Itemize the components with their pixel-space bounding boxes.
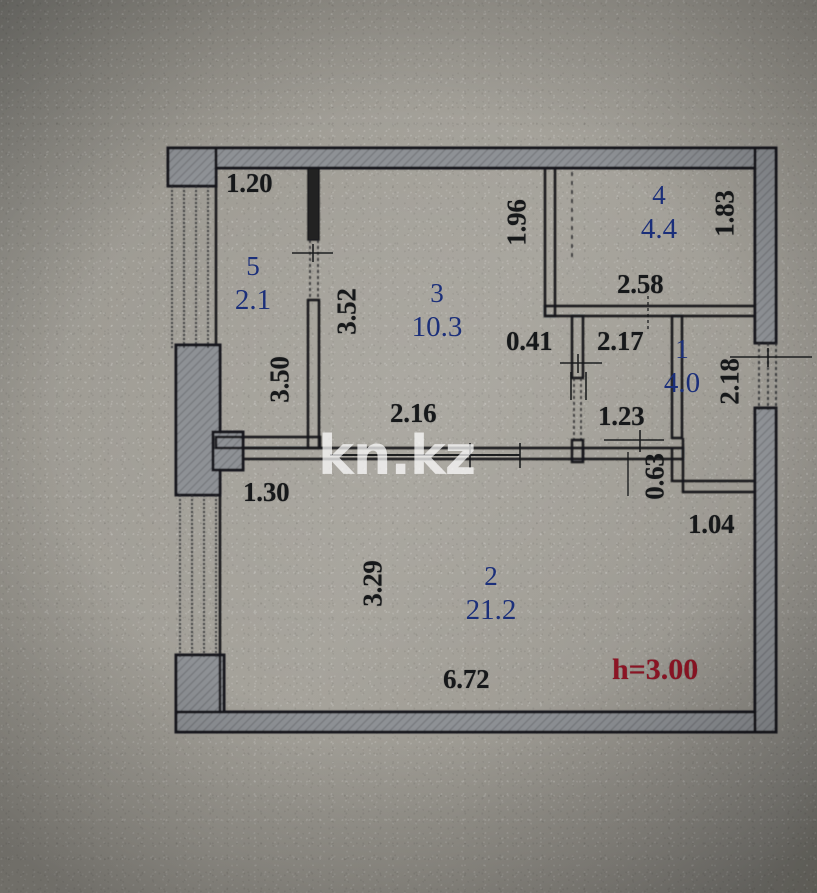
dimension-1-30: 1.30 <box>243 477 290 507</box>
dimension-3-29: 3.29 <box>357 560 388 607</box>
dimension-1-83: 1.83 <box>709 190 740 237</box>
room-1-index: 1 <box>675 334 689 364</box>
room-5: 5 2.1 <box>215 251 291 317</box>
dimension-1-96: 1.96 <box>501 199 532 246</box>
dimension-2-17: 2.17 <box>597 326 644 356</box>
room-5-area: 2.1 <box>234 284 272 316</box>
room-3-area: 10.3 <box>411 311 463 343</box>
dimension-0-63: 0.63 <box>639 453 670 500</box>
room-4: 4 4.4 <box>614 180 704 246</box>
dimension-3-52: 3.52 <box>331 288 362 335</box>
room-3: 3 10.3 <box>390 278 484 344</box>
room-2-area: 21.2 <box>465 594 517 626</box>
dimension-0-41: 0.41 <box>506 326 553 356</box>
room-2-index: 2 <box>484 561 498 591</box>
dimension-1-04: 1.04 <box>688 509 735 539</box>
dimension-2-16: 2.16 <box>390 398 437 428</box>
room-2: 2 21.2 <box>436 561 546 627</box>
dimension-1-20: 1.20 <box>226 168 273 198</box>
room-1: 1 4.0 <box>645 334 719 400</box>
room-4-area: 4.4 <box>640 213 678 245</box>
ceiling-height-label: h=3.00 <box>612 653 699 686</box>
room-3-index: 3 <box>430 278 444 308</box>
dimension-2-58: 2.58 <box>617 269 664 299</box>
dimension-1-23: 1.23 <box>598 401 645 431</box>
room-1-area: 4.0 <box>663 367 701 399</box>
dimension-6-72: 6.72 <box>443 664 490 694</box>
dimension-3-50: 3.50 <box>264 356 295 403</box>
dimension-2-18: 2.18 <box>714 358 745 405</box>
room-4-index: 4 <box>652 180 666 210</box>
room-5-index: 5 <box>246 251 260 281</box>
